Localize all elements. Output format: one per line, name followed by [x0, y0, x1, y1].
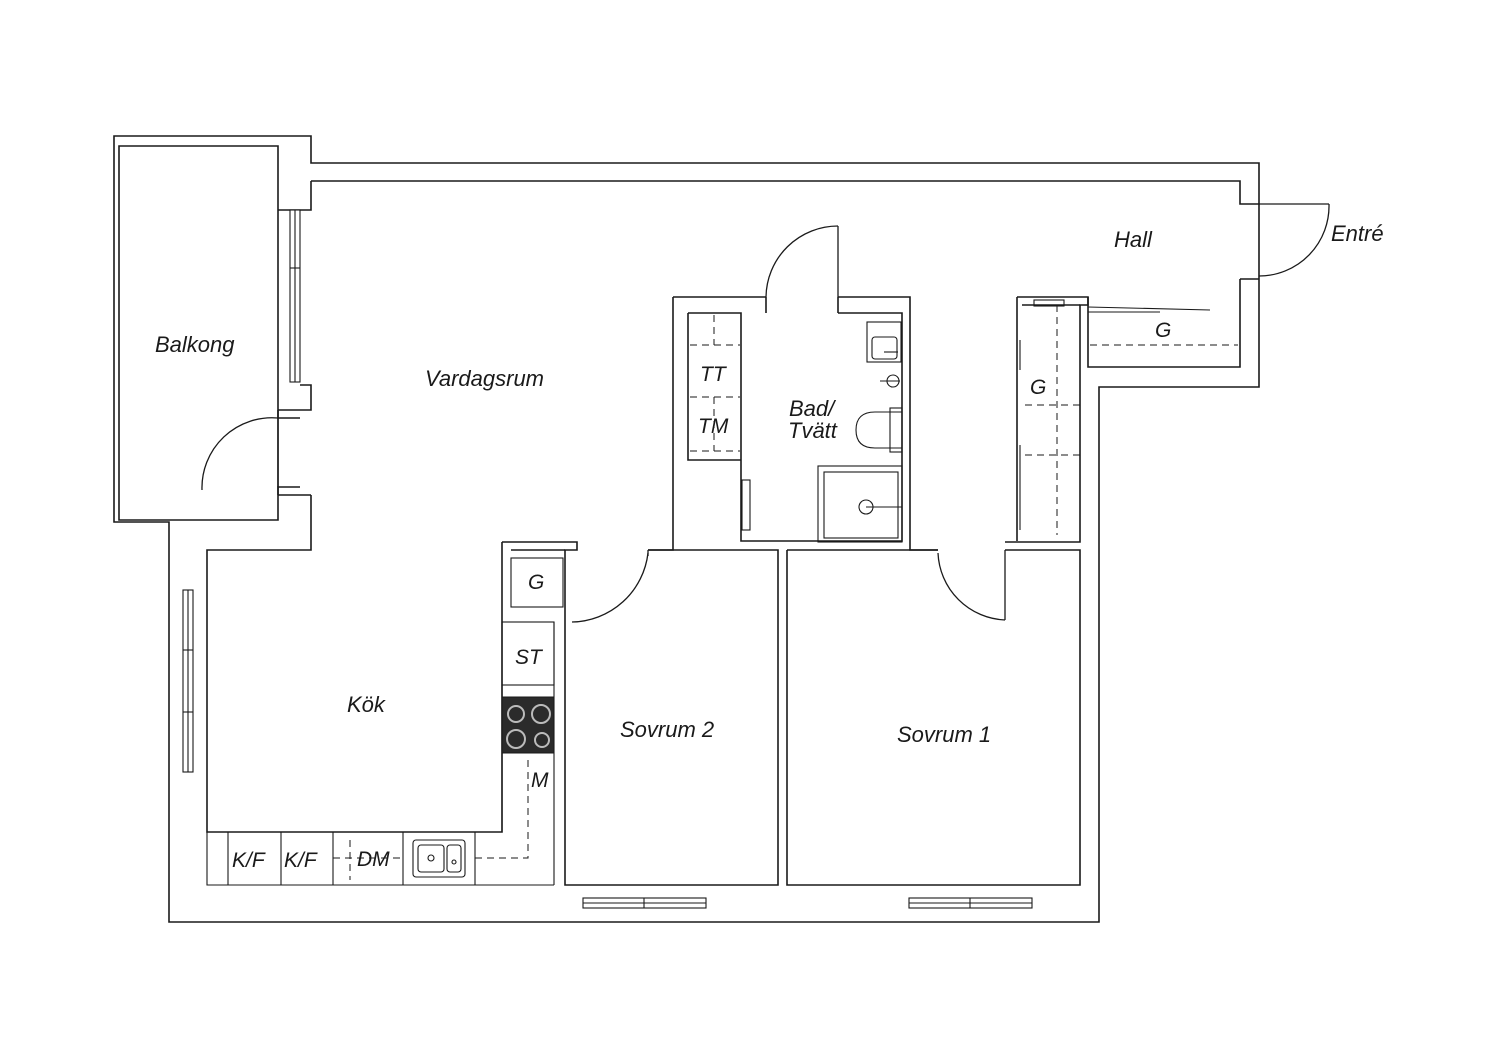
faucet-icon [880, 374, 900, 388]
bedroom1-door [937, 550, 1006, 621]
sink-icon [412, 839, 466, 878]
kitchen-counters [206, 557, 564, 886]
radiator-icon [741, 479, 751, 531]
hall-closet-walls [1005, 296, 1089, 543]
room-label-vardagsrum: Vardagsrum [425, 366, 544, 391]
fixture-label-kf1: K/F [232, 849, 266, 872]
fixture-label-tm: TM [698, 415, 729, 438]
outer-walls [113, 135, 1260, 923]
room-label-entre: Entré [1331, 221, 1384, 246]
fixture-label-m: M [531, 769, 549, 792]
fixture-label-st: ST [515, 646, 544, 669]
stove-icon [501, 696, 555, 754]
bedroom2-window [582, 897, 707, 909]
room-label-bad: Bad/ [789, 396, 836, 421]
room-label-balkong: Balkong [155, 332, 235, 357]
bathroom-door [765, 225, 839, 298]
shower-icon [817, 465, 903, 543]
entrance-door [1258, 203, 1330, 277]
fixture-label-dm: DM [357, 848, 390, 871]
fixture-label-g-kitchen: G [528, 571, 544, 594]
bedroom2-door [571, 550, 649, 623]
room-label-sovrum2: Sovrum 2 [620, 717, 714, 742]
room-label-tvatt: Tvätt [788, 418, 838, 443]
fixture-label-tt: TT [700, 363, 728, 386]
washbasin-icon [866, 321, 902, 363]
kitchen-window [182, 589, 194, 773]
fixture-label-g-closet: G [1030, 376, 1046, 399]
laundry-appliances [690, 315, 740, 452]
room-label-sovrum1: Sovrum 1 [897, 722, 991, 747]
hall-wardrobe [1087, 306, 1238, 346]
bedroom-walls [502, 541, 1081, 886]
room-label-hall: Hall [1114, 227, 1153, 252]
toilet-icon [855, 407, 903, 453]
fixture-label-g-hall: G [1155, 319, 1171, 342]
room-label-kok: Kök [347, 692, 386, 717]
bedroom1-window [908, 897, 1033, 909]
balcony-window [289, 209, 301, 383]
fixture-label-kf2: K/F [284, 849, 318, 872]
balcony-door [201, 410, 300, 495]
